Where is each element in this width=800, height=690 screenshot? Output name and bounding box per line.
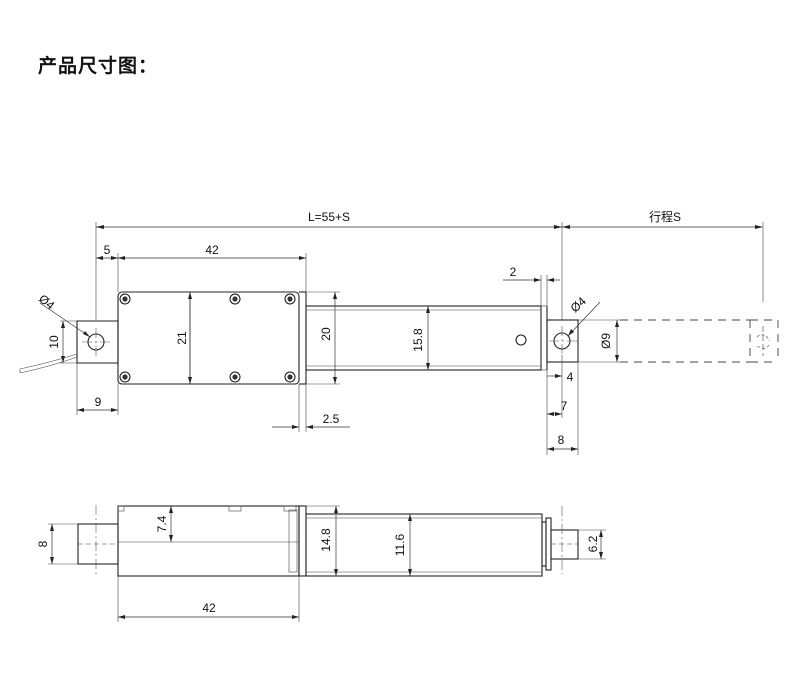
dim-hole-dia-right: Ø4: [568, 294, 590, 315]
dim-rod-end-4: 4: [567, 370, 574, 384]
dim-body-half-7-4: 7.4: [155, 515, 169, 532]
dim-rod-end-8: 8: [558, 433, 565, 447]
dim-rod-height-15-8: 15.8: [411, 328, 425, 352]
dim-stroke: 行程S: [649, 209, 681, 224]
side-view: 8 7.4 14.8 11.6: [36, 505, 606, 622]
dim-body-length-42-side: 42: [202, 601, 216, 615]
dim-tube-height-20: 20: [319, 327, 333, 341]
dim-rod-end-7: 7: [561, 399, 568, 413]
dim-rod-end-dia-9: Ø9: [599, 333, 613, 349]
page-title: 产品尺寸图：: [38, 55, 159, 77]
dim-hole-dia-left: Ø4: [36, 292, 58, 313]
dim-bracket-height-10: 10: [47, 335, 61, 349]
dim-bracket-height-8: 8: [36, 540, 50, 547]
dim-overall-length: L=55+S: [308, 210, 350, 224]
dim-offset-5: 5: [104, 243, 111, 257]
dim-step-2-5: 2.5: [323, 412, 340, 426]
dim-body-height-14-8: 14.8: [319, 528, 333, 552]
dim-body-length-42: 42: [205, 243, 219, 257]
dim-body-height-21: 21: [175, 331, 189, 345]
dim-bracket-width-9: 9: [95, 395, 102, 409]
dim-rod-dia-11-6: 11.6: [393, 533, 407, 556]
top-view: L=55+S 行程S 5 42 2 Ø4 10: [19, 209, 779, 455]
dim-end-height-6-2: 6.2: [586, 535, 600, 552]
dim-gap-2: 2: [510, 265, 517, 279]
